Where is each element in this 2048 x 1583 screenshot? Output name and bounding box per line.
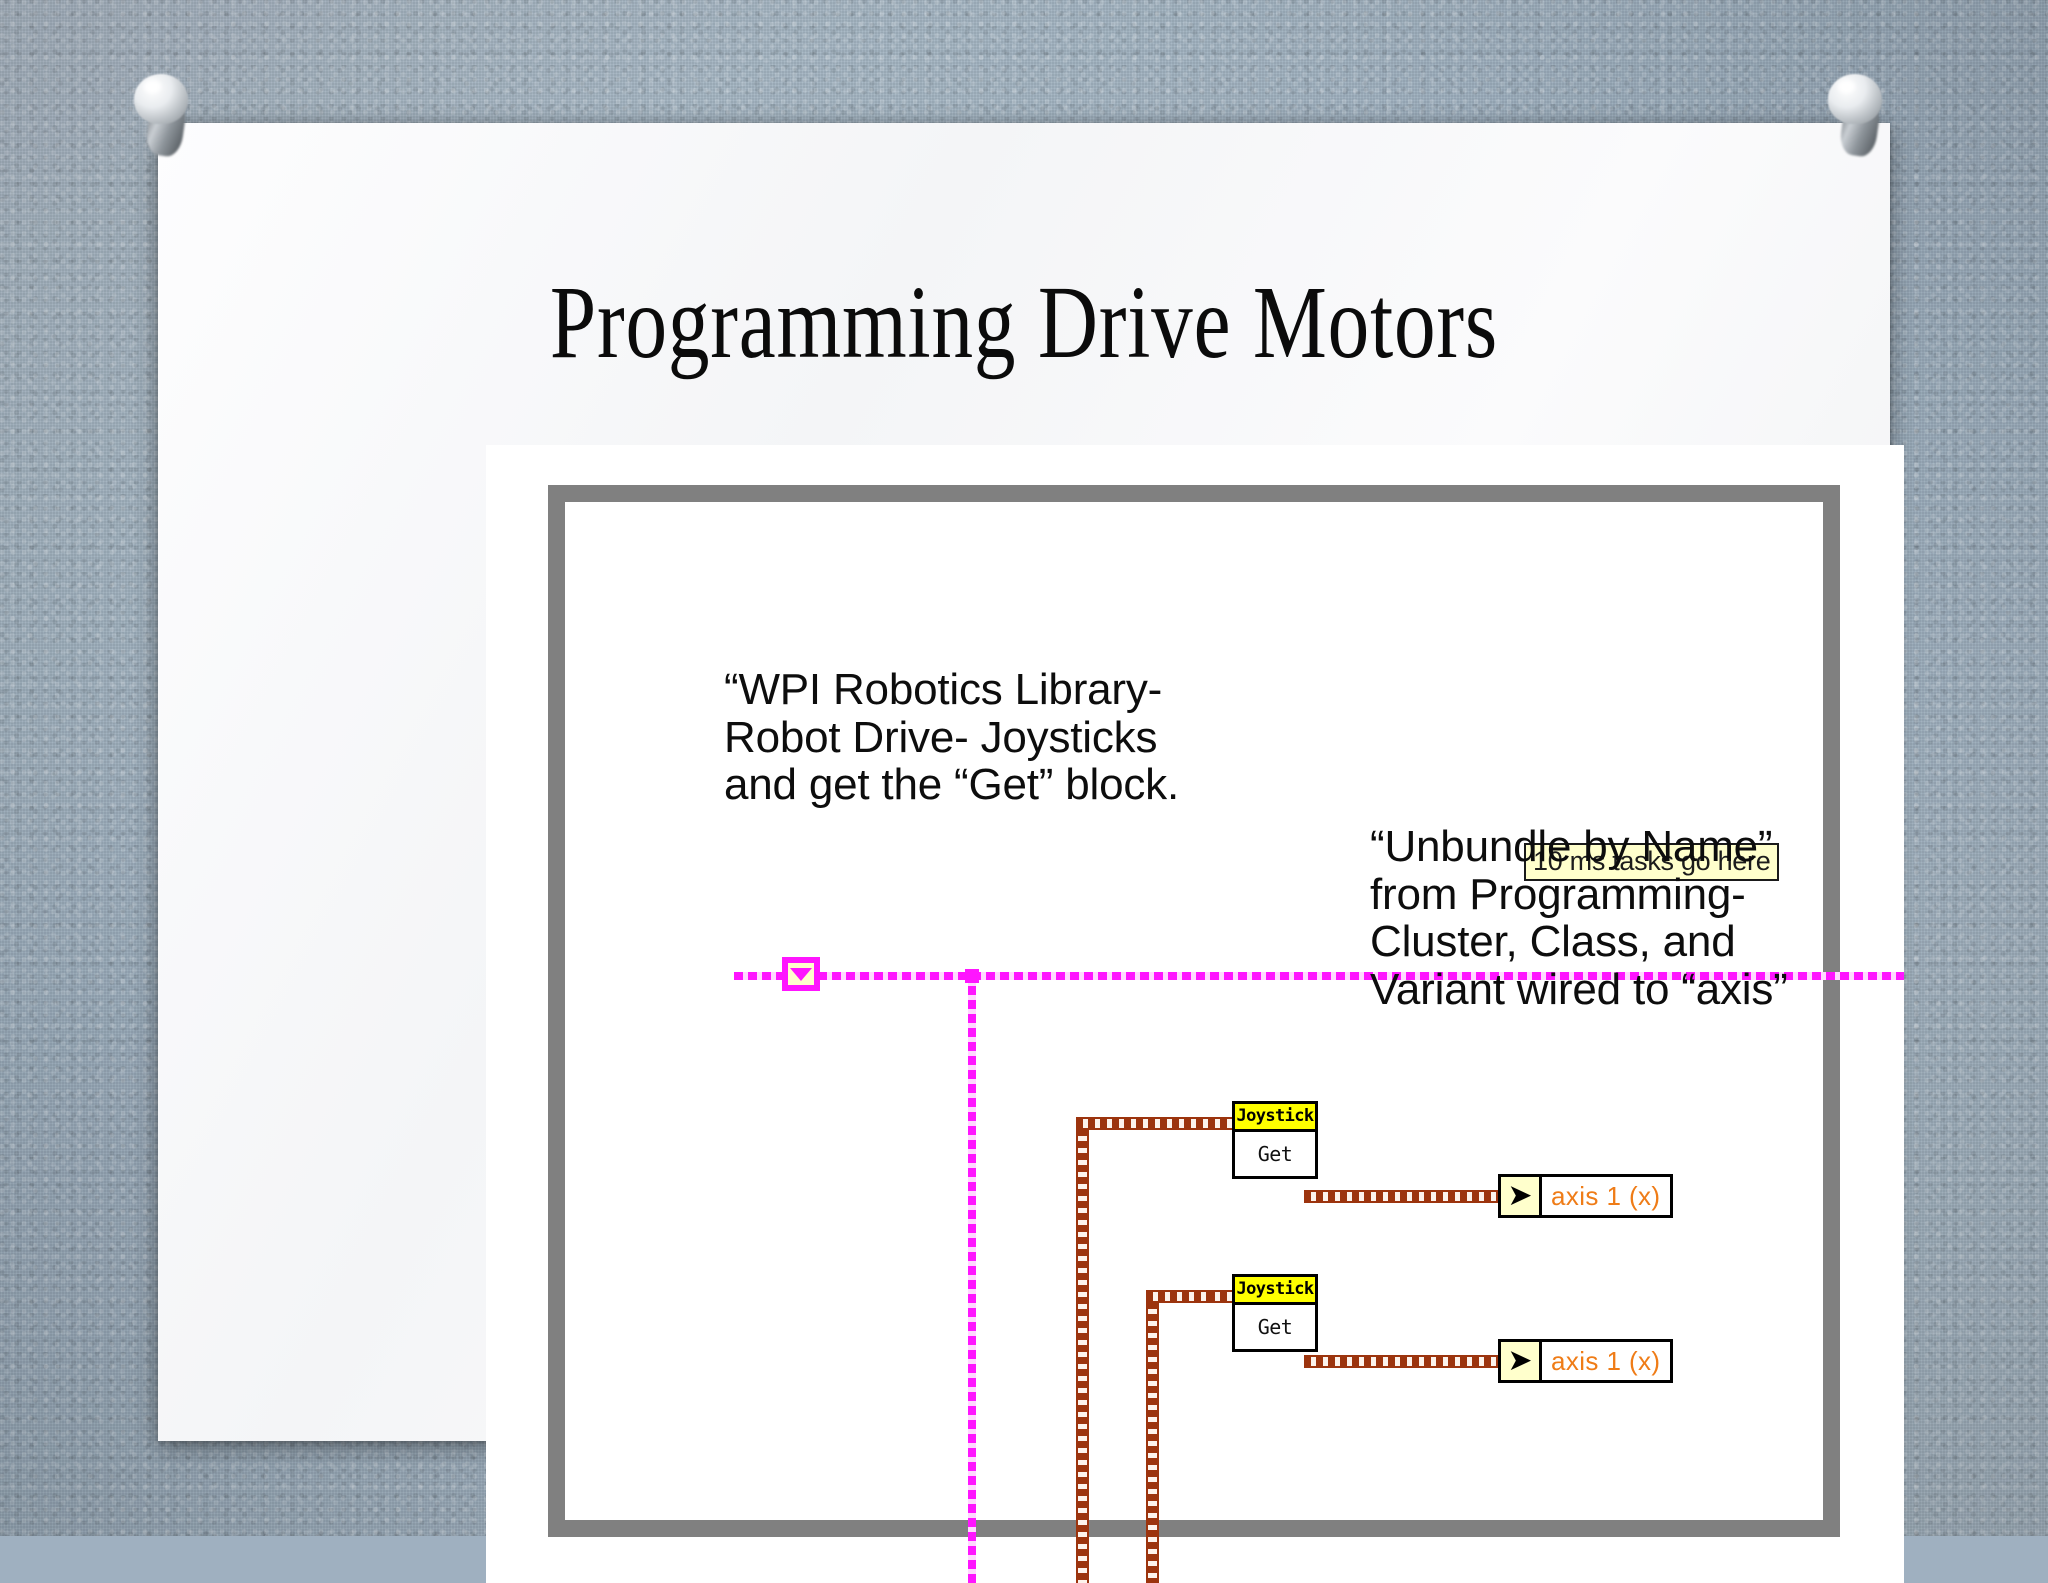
unbundle-element-label-2[interactable]: axis 1 (x) bbox=[1551, 1345, 1661, 1376]
page-title: Programming Drive Motors bbox=[549, 265, 1499, 380]
joystick-get-vi-2[interactable]: Joystick Get bbox=[1232, 1274, 1318, 1352]
labview-block-diagram: 10 ms tasks go here bbox=[486, 445, 1904, 1583]
right-arrow-icon: ➤ bbox=[1507, 1344, 1533, 1377]
right-arrow-icon: ➤ bbox=[1507, 1179, 1533, 1212]
wire-shift-register-horizontal bbox=[734, 972, 1904, 980]
wire-joystick-1-in bbox=[1208, 1117, 1232, 1130]
unbundle-by-name-node-1[interactable]: ➤ axis 1 (x) bbox=[1498, 1174, 1674, 1218]
shift-register-left[interactable] bbox=[782, 957, 820, 991]
wire-class-vertical-a bbox=[1076, 1117, 1089, 1583]
wire-shift-register-vertical bbox=[968, 972, 976, 1583]
wire-joystick-1-out bbox=[1304, 1190, 1500, 1203]
annotation-unbundle-by-name: “Unbundle by Name” from Programming- Clu… bbox=[1370, 822, 1788, 1014]
wire-joystick-2-out bbox=[1304, 1355, 1500, 1368]
joystick-get-vi-1[interactable]: Joystick Get bbox=[1232, 1101, 1318, 1179]
unbundle-arrow-2: ➤ bbox=[1501, 1342, 1542, 1380]
wire-junction bbox=[965, 969, 979, 983]
slide-paper: Programming Drive Motors 10 ms tasks go … bbox=[158, 123, 1904, 1583]
annotation-wpi-robotics-library: “WPI Robotics Library- Robot Drive- Joys… bbox=[724, 665, 1180, 810]
free-label-10ms[interactable]: 10 ms tasks go here bbox=[1524, 843, 1780, 882]
joystick-vi-method-1: Get bbox=[1257, 1141, 1293, 1166]
wire-joystick-2-in bbox=[1208, 1290, 1232, 1303]
wire-class-to-joystick-1 bbox=[1076, 1117, 1224, 1130]
unbundle-element-label-1[interactable]: axis 1 (x) bbox=[1551, 1180, 1661, 1211]
while-loop-border[interactable] bbox=[548, 485, 1840, 1537]
shift-register-down-icon bbox=[790, 967, 812, 981]
unbundle-by-name-node-2[interactable]: ➤ axis 1 (x) bbox=[1498, 1339, 1674, 1383]
joystick-vi-title-2: Joystick bbox=[1235, 1277, 1315, 1305]
block-diagram-card: 10 ms tasks go here bbox=[486, 445, 1904, 1583]
joystick-vi-title-1: Joystick bbox=[1235, 1104, 1315, 1132]
unbundle-arrow-1: ➤ bbox=[1501, 1177, 1542, 1215]
joystick-vi-method-2: Get bbox=[1257, 1314, 1293, 1339]
wire-class-vertical-b bbox=[1146, 1290, 1159, 1583]
wire-class-to-joystick-2 bbox=[1146, 1290, 1224, 1303]
